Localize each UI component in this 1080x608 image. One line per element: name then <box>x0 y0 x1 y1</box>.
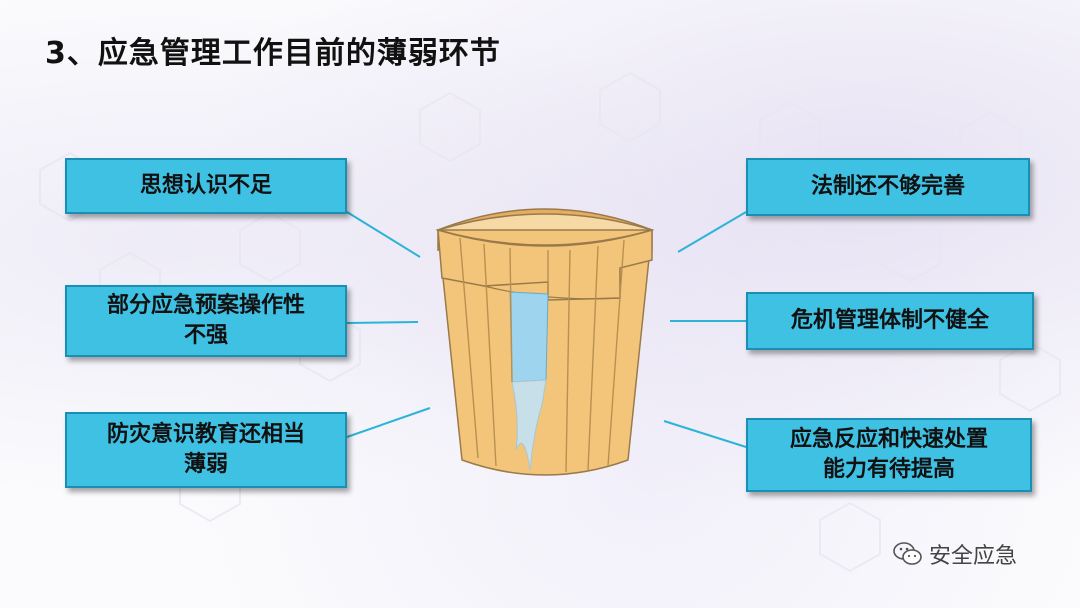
watermark-text: 安全应急 <box>929 544 1018 569</box>
right-item-3: 应急反应和快速处置 能力有待提高 <box>746 418 1032 492</box>
page-title: 3、应急管理工作目前的薄弱环节 <box>45 36 501 71</box>
connector-left-2 <box>346 321 419 324</box>
left-item-2: 部分应急预案操作性 不强 <box>65 285 347 357</box>
right-item-3-line1: 应急反应和快速处置 <box>789 427 988 452</box>
left-item-3-line2: 薄弱 <box>183 452 228 477</box>
wooden-bucket-illustration <box>435 208 655 476</box>
connector-right-1 <box>677 211 747 253</box>
connector-left-3 <box>346 407 431 438</box>
right-item-1-line1: 法制还不够完善 <box>810 174 965 199</box>
connector-right-3 <box>663 420 747 448</box>
wechat-icon <box>893 542 922 565</box>
left-item-3-line1: 防灾意识教育还相当 <box>106 422 305 447</box>
connector-left-1 <box>346 211 421 258</box>
watermark: 安全应急 <box>893 538 1017 570</box>
right-item-3-line2: 能力有待提高 <box>822 457 955 482</box>
right-item-2-line1: 危机管理体制不健全 <box>790 308 989 333</box>
left-item-2-line2: 不强 <box>183 323 228 348</box>
right-item-2: 危机管理体制不健全 <box>746 292 1034 350</box>
left-item-2-line1: 部分应急预案操作性 <box>106 293 305 318</box>
left-item-1-line1: 思想认识不足 <box>139 173 272 198</box>
right-item-1: 法制还不够完善 <box>746 158 1030 216</box>
left-item-1: 思想认识不足 <box>65 158 347 214</box>
left-item-3: 防灾意识教育还相当 薄弱 <box>65 412 347 488</box>
